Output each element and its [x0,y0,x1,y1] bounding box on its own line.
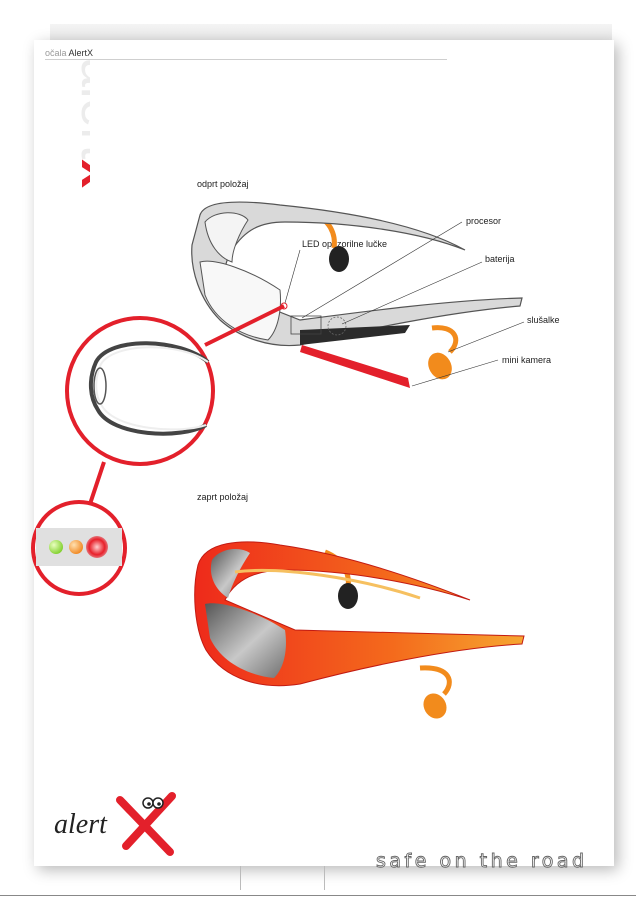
detail-connector [204,304,285,347]
earphones-line [447,321,525,353]
callout-earphones: slušalke [527,315,560,325]
open-lens-right [199,260,281,341]
vertical-brand-logo: alertx [70,58,90,188]
page-header: očala AlertX [45,48,93,58]
open-temple-dark [300,325,410,345]
callout-led: LED opozorilne lučke [302,239,388,249]
alertx-logo-icon [116,792,176,856]
glasses-open-illustration [191,201,525,388]
vertical-logo-alert: alert [70,58,90,160]
logo-script: alert [54,809,108,840]
processor-line [301,221,463,319]
svg-text:alertx: alertx [70,58,90,188]
callout-mini-camera: mini kamera [502,355,552,365]
open-lens-left [204,212,249,263]
earphone-back [329,246,349,272]
closed-position-label: zaprt položaj [197,492,249,502]
glasses-closed-illustration [194,541,525,719]
open-red-arm [300,345,410,388]
crop-mark-right [324,866,325,890]
vertical-logo-x: x [70,159,90,188]
battery-module [327,316,347,336]
battery-line [341,261,483,325]
earphone-front-arm [431,325,459,354]
led-orange [69,540,83,554]
led-red [86,536,108,558]
tagline: safe on the road [376,850,588,873]
back-sheet [50,24,612,44]
led-line [284,249,301,304]
bottom-trim-line [0,895,636,896]
callout-processor: procesor [466,216,502,226]
header-rule [45,59,447,60]
led-indicator-icon [31,500,127,596]
callout-battery: baterija [485,254,515,264]
led-green [49,540,63,554]
header-prefix: očala [45,48,67,58]
earphone-front [428,352,452,380]
camera-line [411,359,499,387]
crop-mark-left [240,866,241,890]
open-position-label: odprt položaj [197,179,249,189]
frame-detail-icon [65,316,215,466]
header-brand: AlertX [68,48,94,58]
processor-module [290,315,322,335]
